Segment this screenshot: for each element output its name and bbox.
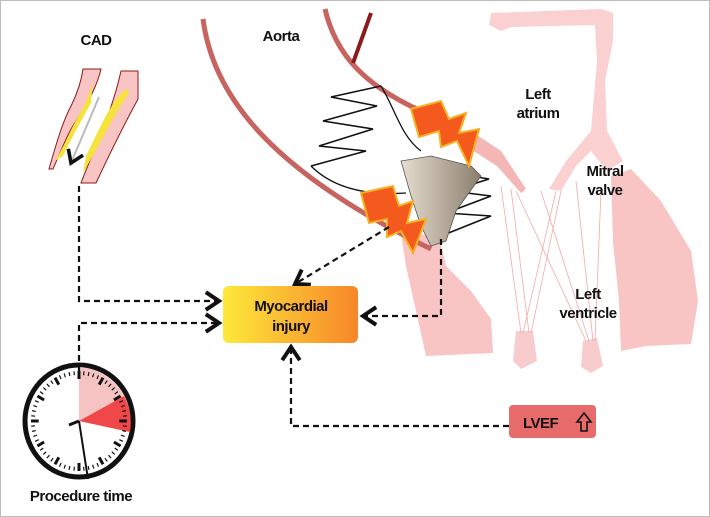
clock-tick (42, 451, 47, 455)
label-aorta: Aorta (263, 28, 301, 45)
clock-tick (113, 394, 122, 402)
clock-tick (96, 375, 100, 380)
clock-tick (68, 465, 71, 471)
stent-zigzag (310, 85, 382, 167)
clock-tick (87, 465, 90, 471)
ventricle-wall (611, 169, 698, 351)
label-left-atrium-2: atrium (517, 105, 560, 122)
lvef-box: LVEF (509, 405, 596, 438)
label-left-ventricle-1: Left (575, 286, 601, 303)
label-left-ventricle-2: ventricle (559, 305, 616, 322)
clock-tick (114, 447, 119, 451)
label-left-atrium-1: Left (525, 86, 551, 103)
clock-tick (104, 457, 108, 462)
box-line-2: injury (272, 318, 311, 335)
myocardial-injury-box: Myocardial injury (223, 286, 358, 343)
septum (401, 233, 493, 356)
clock-tick (46, 383, 50, 388)
clock-tick (97, 456, 105, 466)
clock-tick (31, 410, 36, 413)
clock-tick (119, 439, 124, 442)
lightning-bolt-icon (359, 184, 428, 256)
clock-tick (53, 376, 61, 386)
atrium-floor (466, 131, 526, 193)
lvef-label: LVEF (523, 415, 559, 432)
clock-tick (108, 454, 112, 459)
clock-tick (104, 380, 108, 385)
clock-tick (119, 400, 124, 403)
clock-tick (50, 380, 54, 385)
box-line-1: Myocardial (254, 298, 328, 315)
clock-tick (111, 387, 116, 391)
clock-tick (96, 462, 100, 467)
clock-tick (92, 373, 95, 378)
lightning-bolt-icon (409, 99, 481, 169)
label-mitral-valve-2: valve (587, 182, 622, 199)
clock-tick (113, 440, 122, 448)
aorta-inner-wall (322, 8, 473, 144)
clock-tick (68, 371, 71, 377)
left-atrium-wall (489, 9, 623, 191)
label-procedure-time: Procedure time (30, 488, 132, 505)
connector-arrows (77, 186, 509, 428)
clock-tick (50, 457, 54, 462)
papillary-muscle (513, 331, 537, 369)
clock-tick (111, 451, 116, 455)
clock-tick (87, 371, 90, 377)
label-cad: CAD (81, 32, 113, 49)
clock-tick (120, 434, 125, 438)
clock-tick (36, 394, 45, 402)
heart-anatomy (401, 9, 698, 373)
clock-tick (39, 447, 44, 451)
coronary-artery (351, 12, 373, 64)
arrow-up-outline-icon (575, 411, 593, 432)
clock-tick (63, 464, 66, 469)
clock-tick (46, 454, 50, 459)
stent-zigzag (440, 172, 492, 237)
clock-tick (34, 400, 39, 403)
label-mitral-valve-1: Mitral (586, 163, 623, 180)
clock-tick (53, 456, 61, 466)
clock-tick (108, 383, 112, 388)
clock-tick (58, 375, 62, 380)
clock-tick (122, 429, 127, 432)
clock-tick (114, 391, 119, 395)
clock-tick (92, 464, 95, 469)
clock-tick (39, 391, 44, 395)
clock-tick (63, 373, 66, 378)
clock-tick (97, 376, 105, 386)
cad-artery-icon (48, 68, 139, 184)
clock-tick (33, 434, 38, 438)
clock-tick (34, 439, 39, 442)
chordae (500, 180, 602, 342)
papillary-muscle (581, 338, 603, 373)
clock-tick (58, 462, 62, 467)
clock-tick (120, 404, 125, 408)
clock-tick (33, 404, 38, 408)
clock-icon (22, 362, 136, 480)
clock-tick (42, 387, 47, 391)
clock-tick (122, 410, 127, 413)
clock-tick (36, 440, 45, 448)
clock-tick (31, 429, 36, 432)
